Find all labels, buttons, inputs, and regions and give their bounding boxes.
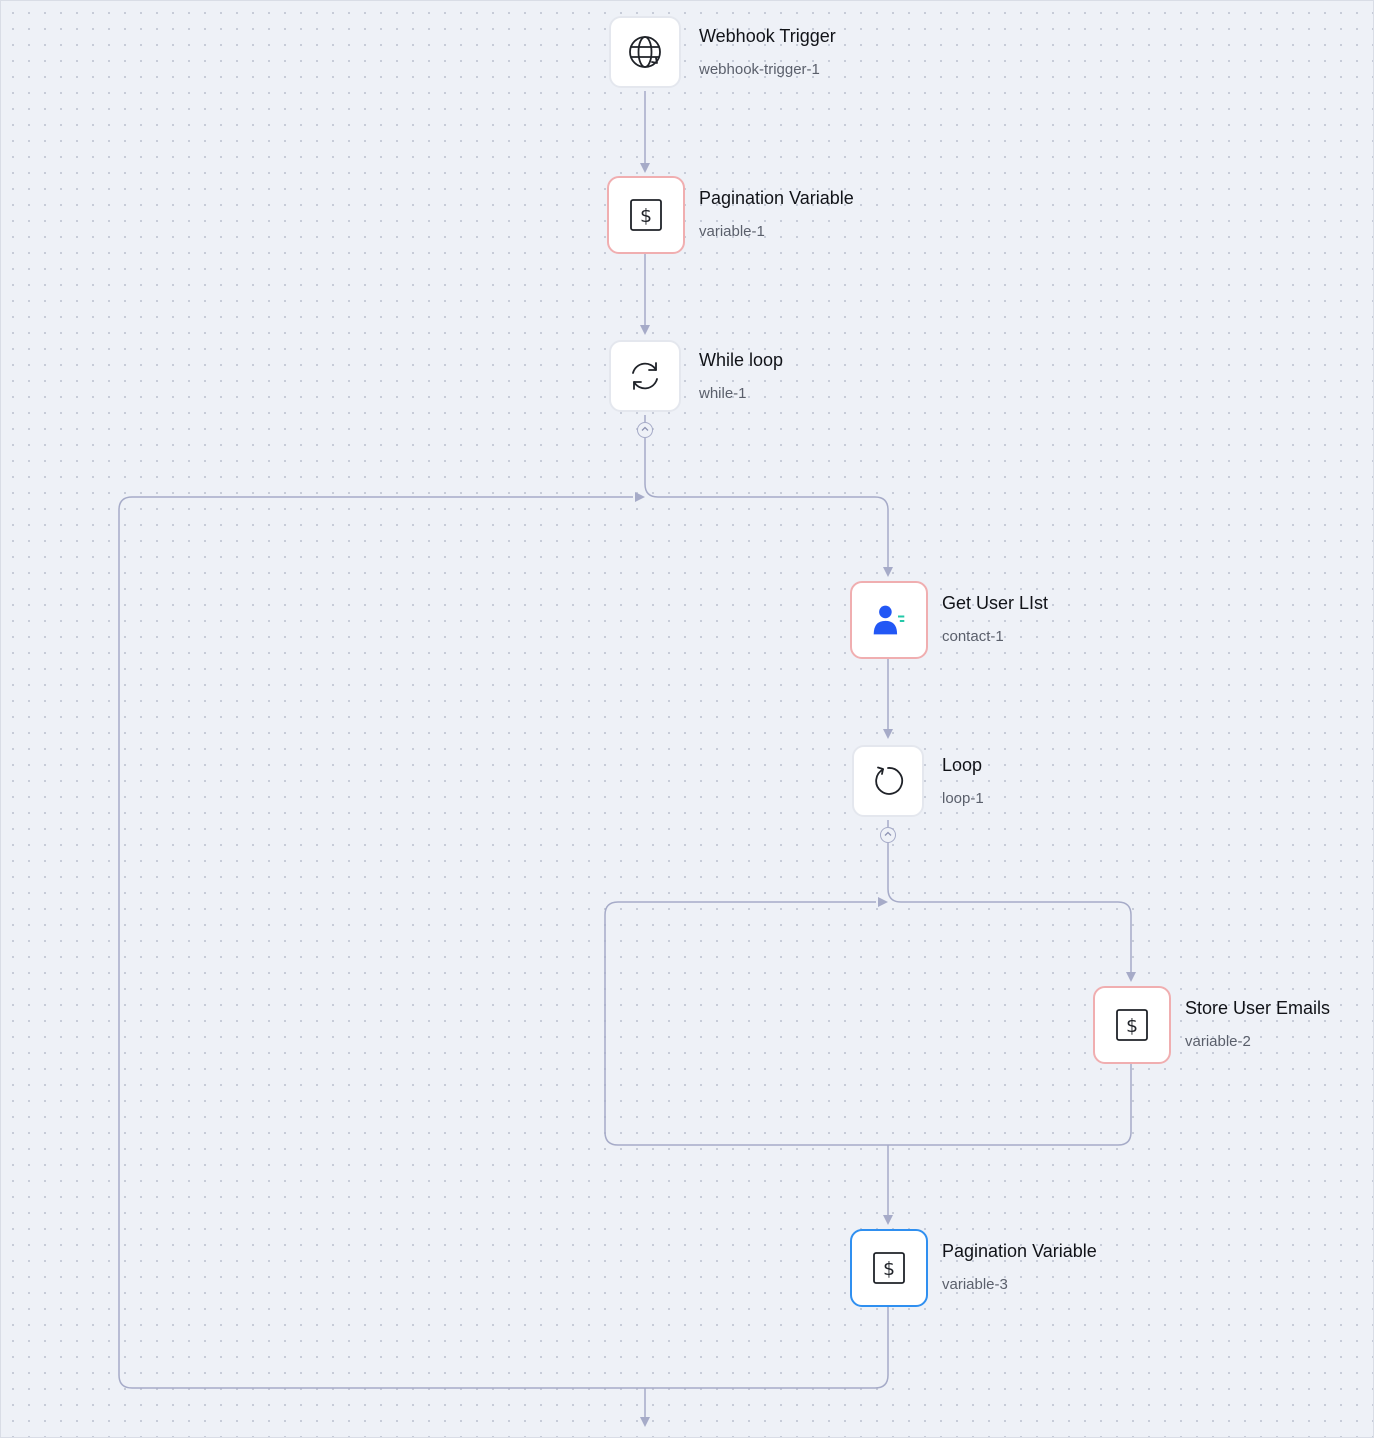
node-id: variable-3 (942, 1276, 1008, 1293)
dollar-variable-icon: $ (628, 197, 664, 233)
node-title: While loop (699, 350, 784, 370)
node-loop[interactable] (852, 745, 924, 817)
arrowhead (640, 1417, 650, 1427)
collapse-while-button[interactable] (637, 422, 653, 438)
edge-loop-to-body (887, 843, 1132, 974)
arrowhead (883, 567, 893, 577)
arrowhead (878, 897, 888, 907)
node-id: webhook-trigger-1 (699, 61, 820, 78)
node-get-user-list[interactable] (850, 581, 928, 659)
node-title: Loop (942, 755, 983, 775)
arrowhead (640, 325, 650, 335)
node-while-loop[interactable] (609, 340, 681, 412)
svg-text:$: $ (1126, 1015, 1138, 1037)
node-webhook-trigger[interactable] (609, 16, 681, 88)
chevron-up-icon (883, 826, 893, 844)
arrowhead (1126, 972, 1136, 982)
node-title: Pagination Variable (942, 1241, 1097, 1261)
arrowhead (883, 1215, 893, 1225)
node-id: variable-1 (699, 223, 765, 240)
node-title: Pagination Variable (699, 188, 854, 208)
node-title: Get User LIst (942, 593, 1049, 613)
dollar-variable-icon: $ (871, 1250, 907, 1286)
chevron-up-icon (640, 421, 650, 439)
arrowhead (883, 729, 893, 739)
dollar-variable-icon: $ (1114, 1007, 1150, 1043)
contact-user-icon (871, 602, 907, 638)
globe-icon (627, 34, 663, 70)
node-title: Store User Emails (1185, 998, 1331, 1018)
node-id: loop-1 (942, 790, 984, 807)
collapse-loop-button[interactable] (880, 827, 896, 843)
edge-loop-loopback (604, 901, 1132, 1146)
svg-text:$: $ (640, 205, 652, 227)
svg-text:$: $ (883, 1258, 895, 1280)
node-id: contact-1 (942, 628, 1004, 645)
node-pagination-variable-3[interactable]: $ (850, 1229, 928, 1307)
edge-while-loopback (118, 496, 889, 1389)
loop-icon (870, 763, 906, 799)
arrowhead (635, 492, 645, 502)
edge-while-to-body (644, 438, 889, 569)
arrowhead (640, 163, 650, 173)
node-title: Webhook Trigger (699, 26, 836, 46)
refresh-icon (627, 358, 663, 394)
node-id: while-1 (699, 385, 747, 402)
node-id: variable-2 (1185, 1033, 1251, 1050)
node-store-user-emails[interactable]: $ (1093, 986, 1171, 1064)
node-pagination-variable-1[interactable]: $ (607, 176, 685, 254)
